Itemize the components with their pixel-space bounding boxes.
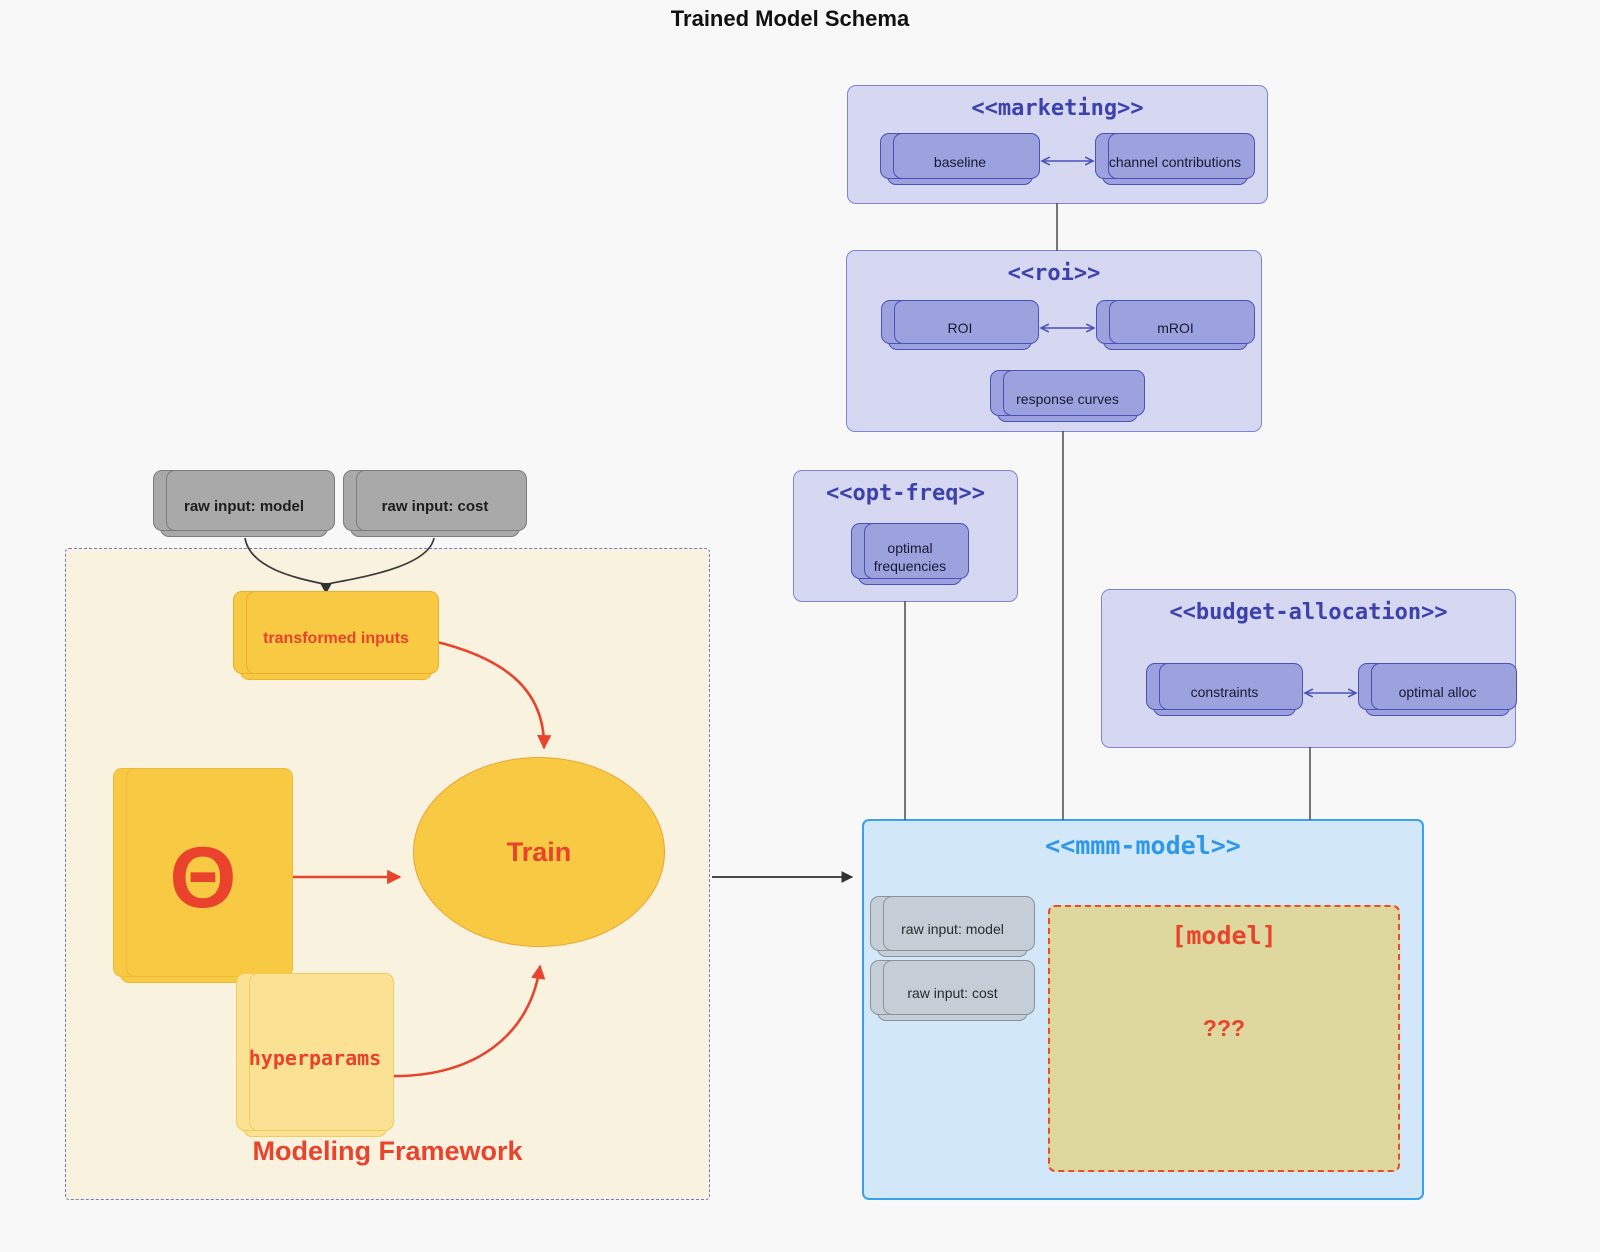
model-box-placeholder: ??? [1202,1015,1246,1041]
cluster-opt-freq-title: <<opt-freq>> [826,481,985,506]
node-response-curves: response curves [997,377,1138,422]
page-title: Trained Model Schema [670,6,910,31]
node-transformed-inputs: transformed inputs [240,598,432,680]
node-raw-input-cost: raw input: cost [350,477,520,537]
node-roi: ROI [888,307,1032,350]
edge-raw-model-to-transformed [244,537,325,585]
node-channel-contributions: channel contributions [1102,140,1248,185]
cluster-mmm-model-title: <<mmm-model>> [1045,831,1241,860]
model-box-title: [model] [1171,921,1277,950]
node-train-ellipse: Train [413,757,665,947]
node-mroi: mROI [1103,307,1248,350]
cluster-roi-title: <<roi>> [1007,261,1101,286]
merge-arrowhead [320,583,332,594]
edge-raw-cost-to-transformed [327,537,435,585]
cluster-budget-allocation-title: <<budget-allocation>> [1169,600,1448,625]
node-model-dashed-box: [model] ??? [1048,905,1400,1172]
node-optimal-alloc: optimal alloc [1365,670,1510,716]
node-mmm-raw-input-cost: raw input: cost [877,967,1028,1021]
train-label: Train [506,836,572,867]
cluster-marketing-title: <<marketing>> [971,96,1144,121]
node-raw-input-model: raw input: model [160,477,328,537]
node-optimal-frequencies: optimal frequencies [858,530,962,585]
edge-transformed-to-train-arrow [432,639,552,750]
node-constraints: constraints [1153,670,1296,716]
node-theta: Θ [120,775,286,983]
node-hyperparams: hyperparams [243,980,387,1137]
node-mmm-raw-input-model: raw input: model [877,903,1028,957]
node-baseline: baseline [887,140,1033,185]
edge-hyperparams-to-train-arrow [388,964,546,1078]
modeling-framework-label: Modeling Framework [252,1136,523,1166]
